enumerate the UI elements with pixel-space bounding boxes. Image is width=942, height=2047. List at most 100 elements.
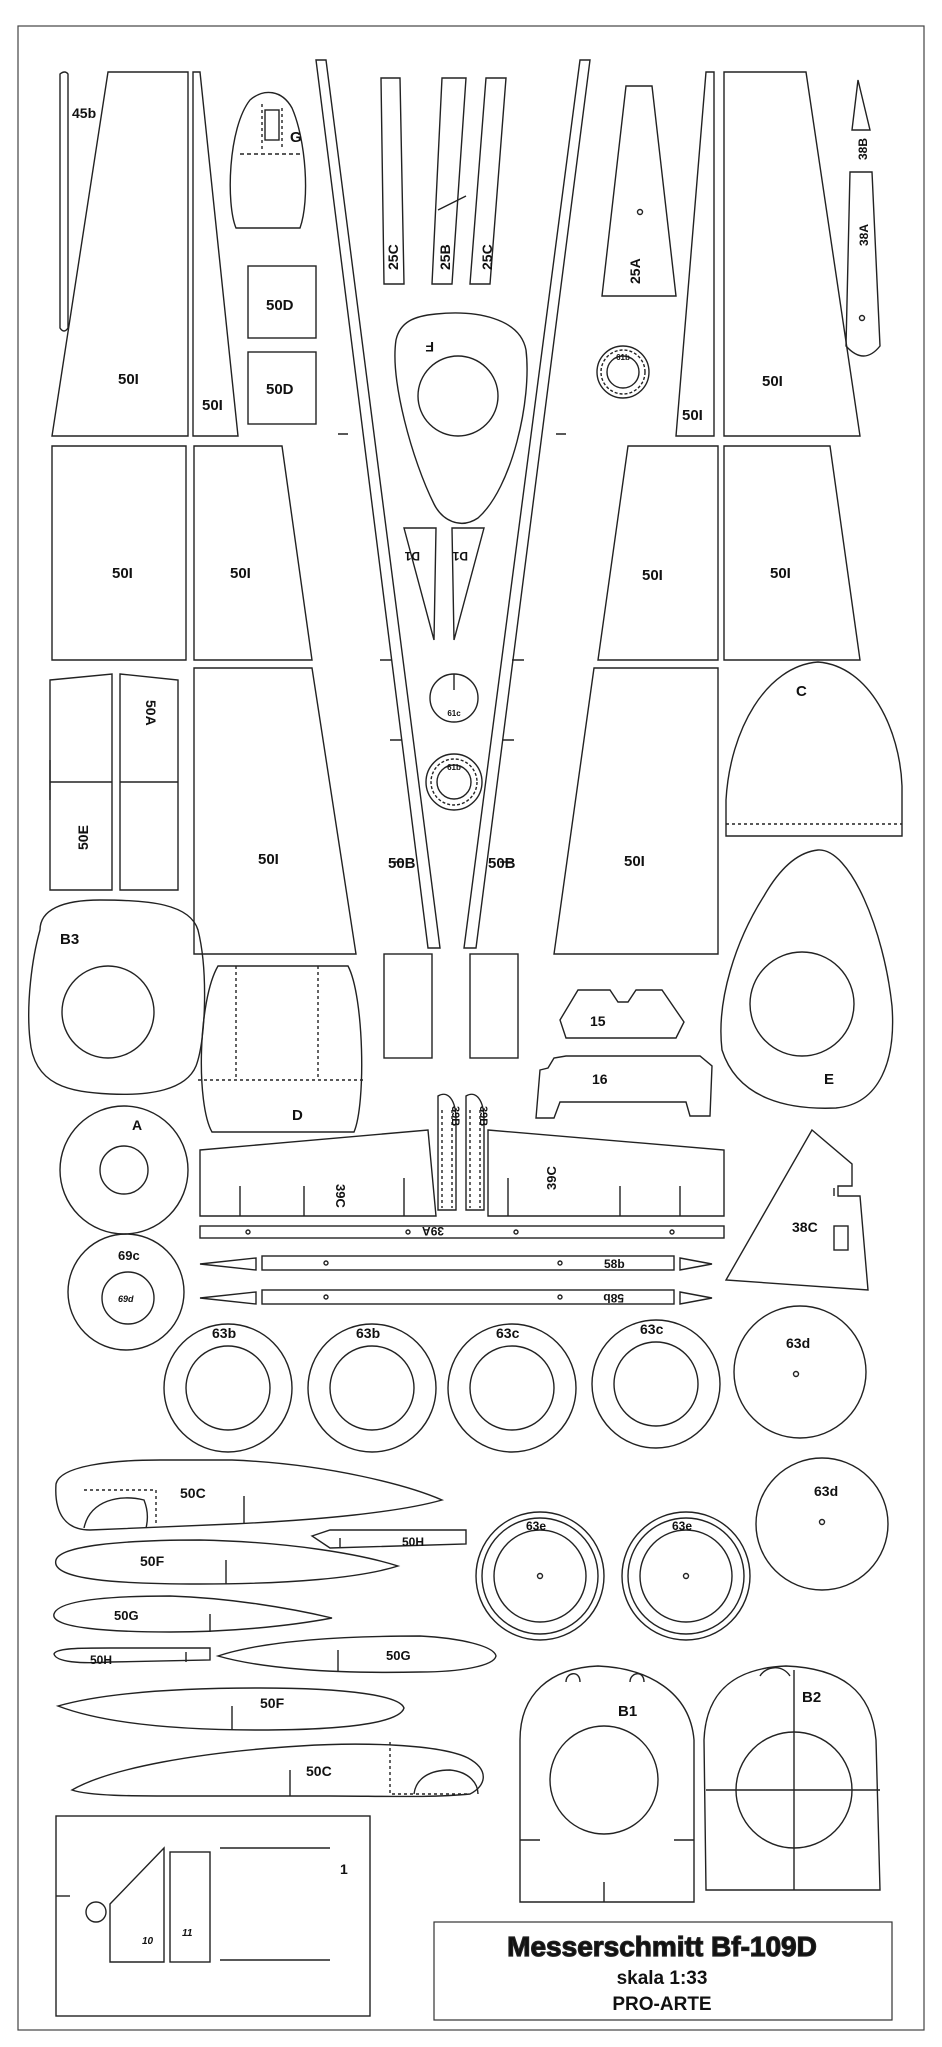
part-63e-2: 63e xyxy=(621,1511,751,1641)
part-50I-mid-2: 50I xyxy=(193,445,313,661)
part-38A: 38A xyxy=(845,171,881,357)
part-D1-right: D1 xyxy=(451,527,485,641)
svg-text:50B: 50B xyxy=(488,855,516,872)
svg-text:58b: 58b xyxy=(603,1291,624,1305)
svg-text:D: D xyxy=(292,1107,303,1124)
part-spar-end-left xyxy=(383,953,433,1059)
svg-text:63c: 63c xyxy=(496,1325,520,1341)
part-50I-mid-4: 50I xyxy=(723,445,861,661)
svg-text:50I: 50I xyxy=(112,565,133,582)
part-39A: 39A xyxy=(199,1224,725,1239)
svg-text:39C: 39C xyxy=(544,1166,559,1190)
part-63d-1: 63d xyxy=(733,1305,867,1439)
part-25C-right: 25C xyxy=(469,77,507,285)
svg-text:D1: D1 xyxy=(452,549,468,563)
svg-text:50F: 50F xyxy=(140,1553,165,1569)
svg-text:A: A xyxy=(132,1117,142,1133)
part-50A: 50A xyxy=(119,673,179,891)
svg-text:25C: 25C xyxy=(385,244,401,270)
part-25B: 25B xyxy=(431,77,467,285)
part-C: C xyxy=(725,661,903,837)
svg-text:38A: 38A xyxy=(857,224,871,246)
part-spar-end-right xyxy=(469,953,519,1059)
svg-text:10: 10 xyxy=(142,1936,154,1947)
part-63c-1: 63c xyxy=(447,1323,577,1453)
svg-text:63e: 63e xyxy=(672,1519,692,1533)
part-38B: 38B xyxy=(851,79,871,160)
part-58b-2: 58b xyxy=(199,1289,713,1305)
part-63b-2: 63b xyxy=(307,1323,437,1453)
part-50I-strip-left: 50I xyxy=(192,71,239,437)
svg-text:50I: 50I xyxy=(770,565,791,582)
part-50C-bottom: 50C xyxy=(70,1742,484,1798)
svg-text:B3: B3 xyxy=(60,931,79,948)
title-maker: PRO-ARTE xyxy=(612,1994,711,2015)
svg-text:50G: 50G xyxy=(114,1608,139,1623)
svg-text:F: F xyxy=(425,339,434,355)
svg-text:11: 11 xyxy=(182,1928,193,1939)
svg-text:50E: 50E xyxy=(75,825,91,850)
part-B3: B3 xyxy=(28,899,206,1096)
svg-text:50I: 50I xyxy=(624,853,645,870)
title-block: Messerschmitt Bf-109D skala 1:33 PRO-ART… xyxy=(433,1921,893,2021)
part-61c: 61c xyxy=(429,673,479,723)
svg-text:63e: 63e xyxy=(526,1519,546,1533)
part-39C-left: 39C xyxy=(199,1129,437,1217)
svg-text:50B: 50B xyxy=(388,855,416,872)
part-50I-mid-3: 50I xyxy=(597,445,719,661)
svg-text:G: G xyxy=(290,129,302,146)
svg-text:63b: 63b xyxy=(356,1325,380,1341)
svg-text:63d: 63d xyxy=(786,1335,810,1351)
part-50G-1: 50G xyxy=(53,1595,333,1633)
svg-text:B1: B1 xyxy=(618,1703,637,1720)
svg-text:50F: 50F xyxy=(260,1695,285,1711)
svg-text:16: 16 xyxy=(592,1071,608,1087)
part-50F-1: 50F xyxy=(55,1539,401,1585)
svg-text:61b: 61b xyxy=(447,763,461,772)
part-50B-left: 50B xyxy=(315,59,441,949)
svg-text:69c: 69c xyxy=(118,1248,140,1263)
svg-text:63c: 63c xyxy=(640,1321,664,1337)
part-69c: 69c 69d xyxy=(67,1233,185,1351)
part-D1-left: D1 xyxy=(403,527,437,641)
svg-text:50I: 50I xyxy=(118,371,139,388)
svg-text:61b: 61b xyxy=(616,353,630,362)
svg-text:50H: 50H xyxy=(402,1535,424,1549)
svg-text:50I: 50I xyxy=(258,851,279,868)
part-11: 11 xyxy=(169,1851,211,1963)
part-50D-1: 50D xyxy=(247,265,317,339)
part-39B-left: 39B xyxy=(437,1093,461,1211)
svg-text:45b: 45b xyxy=(72,105,96,121)
part-39B-right: 39B xyxy=(465,1093,489,1211)
part-39C-right: 39C xyxy=(487,1129,725,1217)
part-50D-2: 50D xyxy=(247,351,317,425)
svg-text:E: E xyxy=(824,1071,834,1088)
svg-text:50I: 50I xyxy=(202,397,223,414)
svg-text:50I: 50I xyxy=(682,407,703,424)
part-25A: 25A xyxy=(601,85,677,297)
part-50H-1: 50H xyxy=(310,1529,467,1549)
part-45b: 45b xyxy=(59,71,96,332)
part-E: E xyxy=(720,849,894,1109)
svg-text:25A: 25A xyxy=(627,258,643,284)
part-63c-2: 63c xyxy=(591,1319,721,1449)
part-D: D xyxy=(198,965,366,1133)
part-A: A xyxy=(59,1105,189,1235)
title-model: Messerschmitt Bf-109D xyxy=(507,1931,817,1962)
part-63d-2: 63d xyxy=(755,1457,889,1591)
svg-text:1: 1 xyxy=(340,1861,348,1877)
part-15: 15 xyxy=(559,989,685,1039)
svg-text:D1: D1 xyxy=(404,549,420,563)
svg-text:C: C xyxy=(796,683,807,700)
part-58b-1: 58b xyxy=(199,1255,713,1271)
part-63b-1: 63b xyxy=(163,1323,293,1453)
part-B2: B2 xyxy=(703,1665,881,1891)
svg-text:39B: 39B xyxy=(449,1106,461,1126)
part-10: 10 xyxy=(85,1846,165,1963)
svg-text:50H: 50H xyxy=(90,1653,112,1667)
part-50H-2: 50H xyxy=(53,1647,211,1667)
part-1: 1 xyxy=(55,1815,371,2017)
svg-text:50C: 50C xyxy=(306,1763,332,1779)
part-G: G xyxy=(229,91,307,229)
